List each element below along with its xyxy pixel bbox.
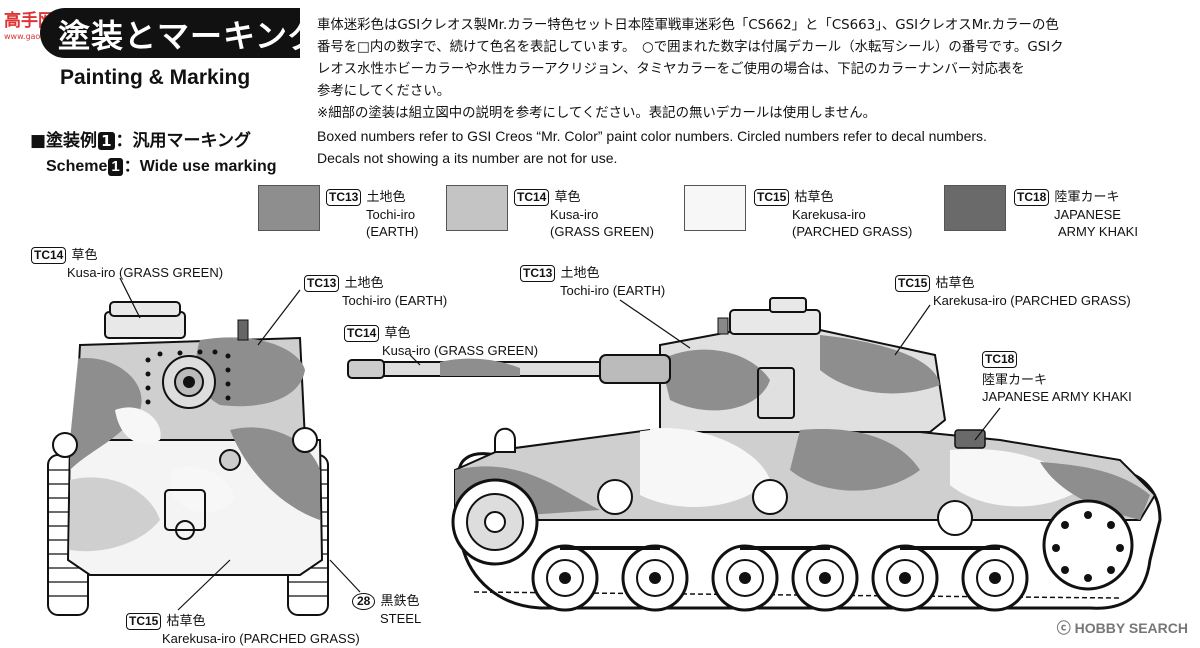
callout-front-tc13-text: Tochi-iro (EARTH): [342, 293, 448, 308]
callout-side-tc18-code: TC18: [982, 351, 1018, 368]
description-line-3: レオス水性ホビーカラーや水性カラーアクリジョン、タミヤカラーをご使用の場合は、下…: [317, 62, 1025, 77]
legend-tc13-romaji: Tochi-iro: [366, 207, 416, 222]
page-title-jp: 塗装とマーキング: [58, 17, 322, 55]
legend-tc15-romaji: Karekusa-iro: [792, 207, 866, 222]
title-banner: [40, 8, 300, 58]
callout-front-tc13: TC13 土地色 Tochi-iro (EARTH): [304, 272, 447, 309]
description-note: ※細部の塗装は組立図中の説明を参考にしてください。表記の無いデカールは使用しませ…: [317, 106, 877, 121]
legend-tc13-en: (EARTH): [366, 224, 419, 239]
callout-front-tc15-code: TC15: [126, 613, 162, 630]
scheme-prefix-jp: ■塗装例: [30, 131, 98, 151]
scheme-suffix-jp: ：汎用マーキング: [115, 131, 252, 151]
description-line-2: 番号を□内の数字で、続けて色名を表記しています。 ○で囲まれた数字は付属デカール…: [317, 40, 1064, 55]
callout-side-tc15-text: Karekusa-iro (PARCHED GRASS): [933, 293, 1131, 308]
swatch-tc13: [258, 185, 320, 231]
callout-front-tc15-text: Karekusa-iro (PARCHED GRASS): [162, 631, 360, 646]
callout-side-tc14-text: Kusa-iro (GRASS GREEN): [382, 343, 539, 358]
legend-tc18-en: ARMY KHAKI: [1058, 224, 1138, 239]
legend-tc18-jp: 陸軍カーキ: [1054, 189, 1120, 204]
description-en-line-2: Decals not showing a its number are not …: [317, 150, 618, 166]
callout-front-tc15: TC15 枯草色 Karekusa-iro (PARCHED GRASS): [126, 610, 360, 647]
callout-side-tc15-code: TC15: [895, 275, 931, 292]
callout-front-tc14-text: Kusa-iro (GRASS GREEN): [67, 265, 224, 280]
callout-front-tc15-jp: 枯草色: [166, 613, 206, 628]
side-view-tank: [347, 297, 1162, 612]
description-line-1: 車体迷彩色はGSIクレオス製Mr.カラー特色セット日本陸軍戦車迷彩色「CS662…: [317, 18, 1059, 33]
callout-front-28-jp: 黒鉄色: [380, 593, 420, 608]
scheme-prefix-en: Scheme: [46, 158, 108, 175]
callout-side-tc13-code: TC13: [520, 265, 556, 282]
legend-tc14-en: (GRASS GREEN): [550, 224, 655, 239]
callout-side-tc18-jp: 陸軍カーキ: [982, 372, 1048, 387]
swatch-tc18: [944, 185, 1006, 231]
legend-tc13: TC13 土地色 Tochi-iro (EARTH): [326, 186, 418, 240]
callout-front-28-text: STEEL: [380, 611, 422, 626]
callout-side-tc18-text: JAPANESE ARMY KHAKI: [982, 389, 1132, 404]
scheme-number-badge-en: 1: [108, 158, 123, 176]
legend-tc15-en: (PARCHED GRASS): [792, 224, 913, 239]
callout-side-tc14-code: TC14: [344, 325, 380, 342]
legend-tc13-code: TC13: [326, 189, 362, 206]
callout-front-28: 28 黒鉄色 STEEL: [352, 590, 421, 627]
swatch-tc14: [446, 185, 508, 231]
callout-front-tc14-code: TC14: [31, 247, 67, 264]
callout-side-tc14: TC14 草色 Kusa-iro (GRASS GREEN): [344, 322, 538, 359]
callout-front-tc13-jp: 土地色: [344, 275, 384, 290]
front-view-tank: [47, 301, 329, 616]
callout-front-tc13-code: TC13: [304, 275, 340, 292]
legend-tc15-jp: 枯草色: [794, 189, 834, 204]
callout-front-tc14: TC14 草色 Kusa-iro (GRASS GREEN): [31, 244, 223, 281]
legend-tc18-romaji: JAPANESE: [1054, 207, 1121, 222]
leader-lines: [119, 277, 1001, 611]
description-line-4: 参考にしてください。: [317, 84, 451, 99]
description-en-line-1: Boxed numbers refer to GSI Creos “Mr. Co…: [317, 128, 987, 144]
legend-tc14: TC14 草色 Kusa-iro (GRASS GREEN): [514, 186, 654, 240]
callout-side-tc13: TC13 土地色 Tochi-iro (EARTH): [520, 262, 665, 299]
watermark-url: www.gaoshou.net: [4, 32, 75, 41]
callout-side-tc14-jp: 草色: [384, 325, 411, 340]
legend-tc15: TC15 枯草色 Karekusa-iro (PARCHED GRASS): [754, 186, 912, 240]
swatch-tc15: [684, 185, 746, 231]
legend-tc14-romaji: Kusa-iro: [550, 207, 599, 222]
callout-side-tc13-jp: 土地色: [560, 265, 600, 280]
callout-front-tc14-jp: 草色: [71, 247, 98, 262]
callout-side-tc15: TC15 枯草色 Karekusa-iro (PARCHED GRASS): [895, 272, 1131, 309]
legend-tc14-code: TC14: [514, 189, 550, 206]
callout-side-tc18: TC18 陸軍カーキ JAPANESE ARMY KHAKI: [982, 348, 1132, 405]
legend-tc18: TC18 陸軍カーキ JAPANESE ARMY KHAKI: [1014, 186, 1138, 240]
page-title-en: Painting & Marking: [60, 66, 251, 89]
scheme-suffix-en: ：Wide use marking: [123, 158, 277, 175]
callout-side-tc13-text: Tochi-iro (EARTH): [560, 283, 666, 298]
legend-tc13-jp: 土地色: [366, 189, 406, 204]
legend-tc15-code: TC15: [754, 189, 790, 206]
callout-side-tc15-jp: 枯草色: [935, 275, 975, 290]
legend-tc14-jp: 草色: [554, 189, 581, 204]
callout-front-28-code: 28: [352, 593, 376, 610]
hobbysearch-watermark: ⓒ HOBBY SEARCH: [1056, 620, 1188, 636]
legend-tc18-code: TC18: [1014, 189, 1050, 206]
scheme-number-badge: 1: [98, 132, 115, 150]
